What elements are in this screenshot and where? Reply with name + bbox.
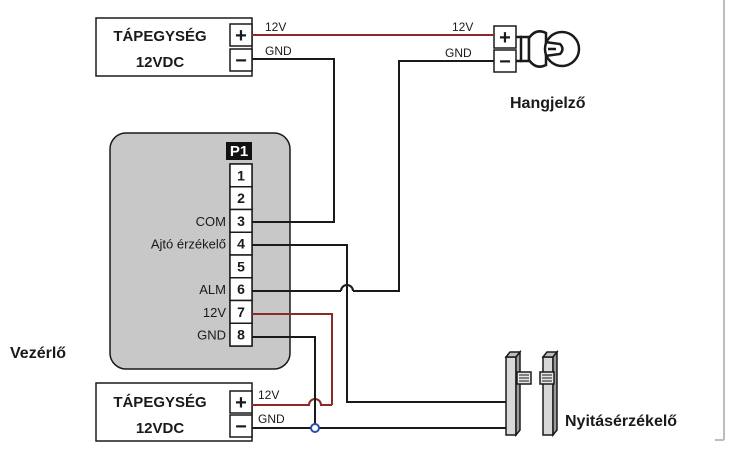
psu-top-body xyxy=(95,17,253,77)
terminal-pin-label: GND xyxy=(197,328,226,343)
wires xyxy=(252,34,506,429)
wire-top-gnd-to-com xyxy=(252,58,335,223)
terminal-pin-8 xyxy=(229,322,253,347)
wire-label-top-gnd-left: GND xyxy=(265,44,292,58)
psu-bottom-plus-terminal xyxy=(229,390,253,414)
wire-door-sensor-signal xyxy=(252,244,506,403)
buzzer-plus-sign: + xyxy=(499,27,511,49)
terminal-pin-number: 4 xyxy=(237,236,245,252)
terminal-pin-number: 3 xyxy=(237,213,245,229)
door-sensor: Nyitásérzékelő xyxy=(504,349,677,438)
connector-label-bg xyxy=(226,142,252,160)
terminal-pin-label: 12V xyxy=(203,305,226,320)
wire-bottom-12v xyxy=(252,313,333,405)
terminal-pin-label: ALM xyxy=(199,282,226,297)
buzzer-label: Hangjelző xyxy=(510,95,586,112)
psu-bottom-minus-terminal xyxy=(229,414,253,438)
psu-bottom-voltage: 12VDC xyxy=(136,420,185,437)
wire-buzzer-to-alm xyxy=(353,60,494,292)
buzzer-icon xyxy=(516,30,581,68)
wire-label-bottom-gnd: GND xyxy=(258,412,285,426)
psu-top-title: TÁPEGYSÉG xyxy=(113,28,206,45)
psu-bottom-title: TÁPEGYSÉG xyxy=(113,394,206,411)
psu-bottom-plus-sign: + xyxy=(235,392,247,414)
buzzer: + − Hangjelző xyxy=(493,25,586,112)
door-sensor-icon xyxy=(504,349,559,438)
wire-label-bottom-12v: 12V xyxy=(258,388,279,402)
power-supply-bottom: TÁPEGYSÉG 12VDC + − xyxy=(95,382,253,442)
psu-top-minus-sign: − xyxy=(235,50,247,72)
wire-label-top-12v-left: 12V xyxy=(265,20,286,34)
power-supply-top: TÁPEGYSÉG 12VDC + − xyxy=(95,17,253,77)
terminal-pin-number: 6 xyxy=(237,281,245,297)
buzzer-minus-sign: − xyxy=(499,51,511,73)
wire-bottom-gnd-vertical xyxy=(252,336,316,428)
terminal-pin-label: Ajtó érzékelő xyxy=(151,237,226,252)
terminal-pin-number: 1 xyxy=(237,167,245,183)
terminal-pin-label: COM xyxy=(196,214,226,229)
terminal-pin-number: 5 xyxy=(237,258,245,274)
controller: P1 1 2 3 COM 4 Ajtó érzékelő 5 6 ALM 7 12V 8 GND xyxy=(109,132,291,370)
terminal-pin-number: 2 xyxy=(237,190,245,206)
connector-label: P1 xyxy=(230,143,248,160)
gnd-junction xyxy=(310,423,320,433)
wire-label-top-gnd-right: GND xyxy=(445,46,472,60)
door-sensor-label: Nyitásérzékelő xyxy=(565,413,677,430)
wire-label-top-12v-right: 12V xyxy=(452,20,473,34)
controller-label: Vezérlő xyxy=(10,345,66,362)
psu-bottom-minus-sign: − xyxy=(235,416,247,438)
psu-top-voltage: 12VDC xyxy=(136,54,185,71)
terminal-pin-number: 7 xyxy=(237,304,245,320)
terminal-pin-number: 8 xyxy=(237,327,245,343)
psu-top-plus-sign: + xyxy=(235,25,247,47)
